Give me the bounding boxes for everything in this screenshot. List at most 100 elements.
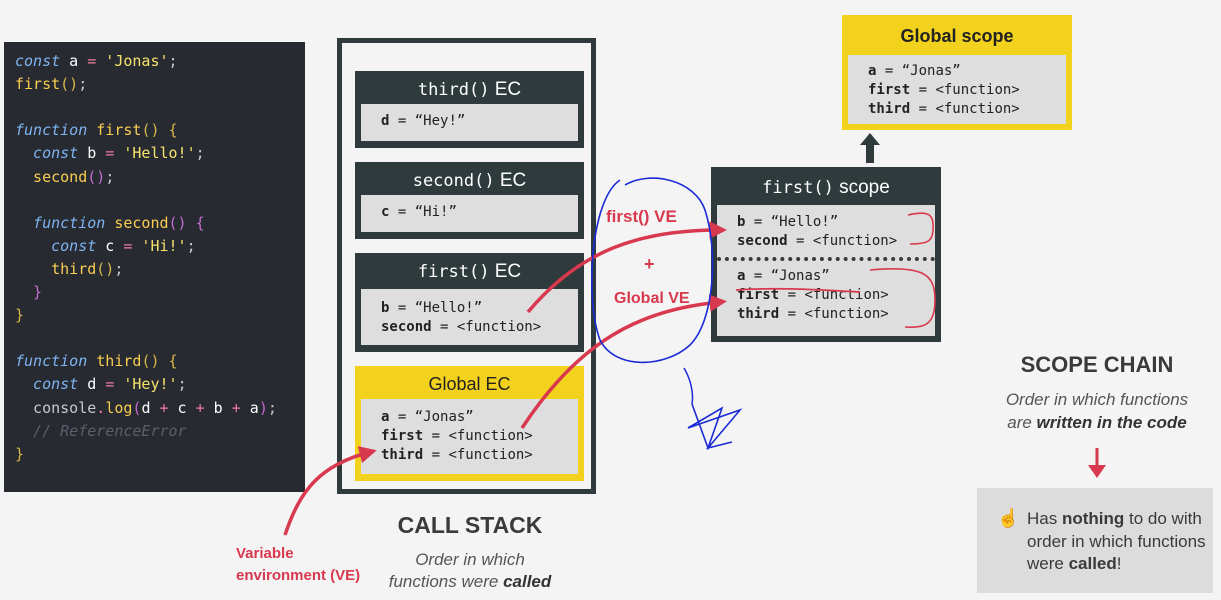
global-ve-arrow	[520, 294, 727, 429]
code-token: first	[15, 75, 61, 94]
code-line: const b = 'Hello!';	[15, 142, 205, 164]
code-token: first	[87, 121, 142, 140]
first-ve-arrow	[526, 221, 727, 314]
code-line: }	[15, 443, 24, 465]
code-token: ()	[87, 167, 106, 186]
code-token: 'Jonas'	[96, 52, 169, 70]
first-scope: first() scope b = “Hello!” second = <func…	[711, 167, 941, 342]
code-token: a	[240, 398, 259, 417]
code-token: ;	[168, 52, 178, 70]
first-ve-label: first() VE	[606, 207, 677, 226]
code-token: =	[105, 144, 115, 163]
code-token: function	[15, 121, 88, 140]
code-token: console	[15, 398, 97, 417]
code-token: {	[159, 352, 178, 371]
code-token: ()	[60, 75, 79, 94]
code-token: {	[186, 213, 205, 232]
code-token: const	[15, 144, 79, 163]
code-line: }	[15, 281, 42, 303]
code-token: +	[159, 398, 169, 417]
first-ec-title: first() EC	[417, 261, 522, 282]
down-arrow-icon	[1088, 448, 1106, 478]
code-token: 'Hey!'	[114, 375, 178, 394]
code-line: first();	[15, 73, 87, 95]
code-token: function	[15, 352, 88, 371]
variable-entry: second = <function>	[381, 319, 542, 335]
third-ec-body: d = “Hey!”	[361, 104, 578, 141]
code-editor: const a = 'Jonas';first();function first…	[4, 42, 305, 492]
global-scope-title: Global scope	[900, 26, 1014, 46]
code-line: console.log(d + c + b + a);	[15, 397, 277, 419]
third-ec: third() EC d = “Hey!”	[355, 71, 584, 148]
variable-entry: a = “Jonas”	[868, 63, 961, 79]
code-token: ;	[186, 236, 196, 255]
code-token: +	[231, 398, 241, 417]
code-line: // ReferenceError	[15, 420, 187, 442]
code-line: function second() {	[15, 212, 205, 234]
global-scope-body: a = “Jonas”first = <function>third = <fu…	[848, 55, 1066, 124]
variable-entry: third = <function>	[737, 306, 889, 322]
second-ec-title: second() EC	[412, 170, 527, 191]
code-token: third	[87, 352, 142, 371]
first-scope-body: b = “Hello!”second = <function>a = “Jona…	[717, 205, 935, 336]
variable-entry: third = <function>	[868, 101, 1020, 117]
first-scope-title: first() scope	[762, 177, 890, 198]
variable-entry: c = “Hi!”	[381, 204, 457, 220]
code-token: }	[15, 283, 43, 301]
variable-entry: b = “Hello!”	[381, 300, 483, 316]
variable-entry: b = “Hello!”	[737, 214, 839, 230]
code-token: (	[132, 398, 142, 417]
variable-entry: second = <function>	[737, 233, 898, 249]
blue-ink-loop	[591, 177, 714, 364]
code-token: +	[195, 398, 205, 417]
variable-entry: third = <function>	[381, 447, 533, 463]
global-ec: Global EC a = “Jonas”first = <function>t…	[355, 366, 584, 481]
code-token: const	[15, 375, 79, 394]
scope-chain-title: SCOPE CHAIN	[1020, 352, 1174, 377]
code-token: ;	[78, 75, 88, 94]
code-token: )	[258, 398, 268, 417]
code-token: a	[60, 52, 88, 70]
code-line: function first() {	[15, 119, 178, 141]
global-scope: Global scope a = “Jonas”first = <functio…	[842, 15, 1072, 130]
scope-chain-subtitle: Order in which functions are written in …	[1005, 390, 1189, 432]
code-token: ;	[195, 144, 205, 163]
code-token: second	[105, 213, 169, 232]
variable-entry: d = “Hey!”	[381, 113, 466, 129]
variable-entry: a = “Jonas”	[381, 409, 474, 425]
plus-label: +	[644, 254, 655, 274]
scope-divider	[717, 257, 935, 261]
code-token: ()	[141, 352, 160, 371]
code-token: }	[15, 444, 25, 463]
third-ec-title: third() EC	[417, 79, 522, 100]
blue-ink-line	[683, 367, 694, 405]
global-ec-title: Global EC	[428, 374, 511, 394]
code-token: ()	[141, 121, 160, 140]
code-token: .	[96, 398, 106, 417]
code-line: second();	[15, 166, 114, 188]
code-token: c	[96, 236, 124, 255]
code-token: ()	[96, 259, 115, 278]
code-token: function	[15, 213, 106, 232]
red-bracket-bottom	[869, 268, 936, 328]
code-token: ;	[177, 375, 187, 394]
code-token: ;	[105, 167, 115, 186]
note-text: Has nothing to do with order in which fu…	[1027, 509, 1206, 573]
blue-star-icon	[687, 403, 743, 451]
up-arrow-icon	[860, 133, 880, 163]
second-ec-body: c = “Hi!”	[361, 195, 578, 232]
code-token: log	[105, 398, 133, 417]
code-line: third();	[15, 258, 123, 280]
code-token: ()	[168, 213, 187, 232]
code-token: // ReferenceError	[15, 421, 187, 440]
code-line: const a = 'Jonas';	[15, 50, 178, 72]
call-stack-subtitle: Order in which functions were called	[388, 550, 552, 591]
code-token: =	[123, 236, 133, 255]
call-stack-title: CALL STACK	[397, 512, 543, 538]
scope-chain-note: ☝ Has nothing to do with order in which …	[977, 488, 1213, 593]
code-token: d	[141, 398, 160, 417]
code-token: d	[78, 375, 106, 394]
code-token: const	[15, 236, 97, 255]
